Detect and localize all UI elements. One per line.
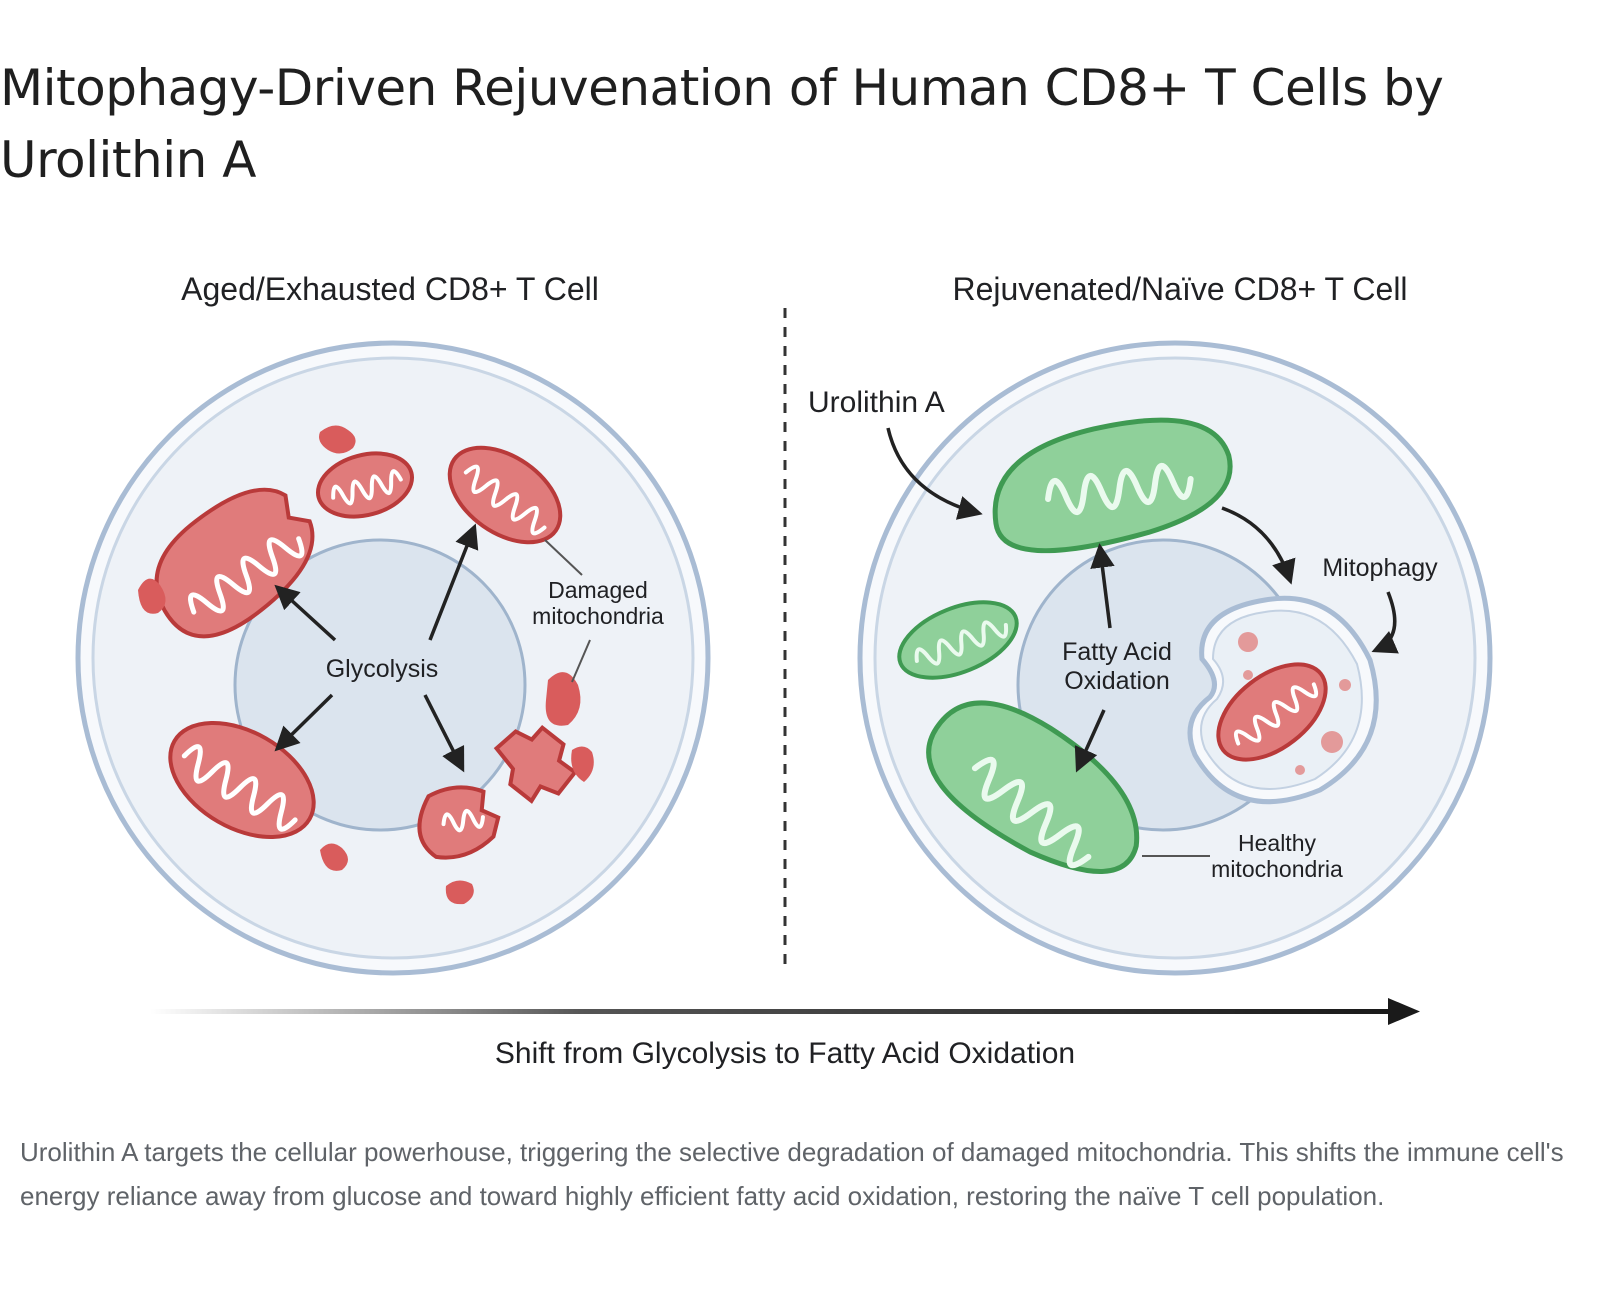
mitochondrial-debris <box>138 578 166 614</box>
mitochondrial-debris <box>320 843 348 871</box>
damaged-callout-line <box>544 539 583 576</box>
glycolysis-arrow <box>423 694 465 773</box>
glycolysis-arrow <box>428 523 479 641</box>
metabolic-shift-arrow <box>150 998 1420 1025</box>
mitochondrial-debris <box>445 880 474 905</box>
glycolysis-arrow <box>274 693 334 752</box>
healthy-callout-line2: mitochondria <box>1211 856 1343 882</box>
lysosomal-vesicle <box>1238 632 1258 652</box>
healthy-mitochondrion <box>992 417 1233 554</box>
healthy-callout-line1: Healthy <box>1238 830 1316 856</box>
damaged-callout-line <box>571 639 591 683</box>
fao-label-line1: Fatty Acid <box>1062 638 1172 666</box>
right-panel-heading: Rejuvenated/Naïve CD8+ T Cell <box>952 271 1407 307</box>
urolithin-a-label: Urolithin A <box>808 386 945 419</box>
mitochondrial-debris <box>319 425 356 454</box>
damaged-mitochondrion <box>447 445 563 545</box>
damaged-mitochondrion <box>168 721 316 839</box>
healthy-mitochondrion <box>897 600 1019 680</box>
fao-label-line2: Oxidation <box>1064 667 1170 695</box>
glycolysis-arrow <box>274 584 337 642</box>
damaged-callout-line2: mitochondria <box>532 603 664 629</box>
autophagosome <box>1187 595 1379 805</box>
engulfed-damaged-mitochondrion <box>1216 662 1328 762</box>
page-title: Mitophagy-Driven Rejuvenation of Human C… <box>0 59 1444 189</box>
lysosomal-vesicle <box>1295 765 1305 775</box>
urolithin-entry-arrow <box>886 427 983 520</box>
diagram-figure: Aged/Exhausted CD8+ T Cell Rejuvenated/N… <box>0 250 1600 1130</box>
aged-t-cell: Glycolysis Damaged mitochondria <box>75 340 711 976</box>
damaged-mitochondrion <box>154 487 315 639</box>
glycolysis-label: Glycolysis <box>326 655 439 683</box>
damaged-mitochondrion <box>315 451 415 519</box>
lysosomal-vesicle <box>1321 731 1343 753</box>
mitophagy-arrow <box>1221 506 1296 585</box>
damaged-callout-line1: Damaged <box>548 577 648 603</box>
shift-label: Shift from Glycolysis to Fatty Acid Oxid… <box>495 1037 1075 1070</box>
mitophagy-arrow <box>1371 591 1399 654</box>
mitochondrial-debris <box>571 746 594 782</box>
lysosomal-vesicle <box>1243 670 1253 680</box>
fao-arrow <box>1090 543 1115 629</box>
healthy-mitochondrion <box>926 700 1140 874</box>
rejuvenated-t-cell: Urolithin A Fatty Acid Oxidation Mitopha… <box>808 340 1493 976</box>
figure-caption: Urolithin A targets the cellular powerho… <box>20 1137 1564 1211</box>
diagram-canvas: Aged/Exhausted CD8+ T Cell Rejuvenated/N… <box>75 271 1493 1070</box>
fao-arrow <box>1074 709 1106 773</box>
lysosomal-vesicle <box>1339 679 1351 691</box>
damaged-mitochondrion <box>417 785 501 860</box>
mitochondrial-debris <box>545 672 581 726</box>
left-panel-heading: Aged/Exhausted CD8+ T Cell <box>181 271 599 307</box>
mitophagy-label: Mitophagy <box>1322 554 1438 582</box>
